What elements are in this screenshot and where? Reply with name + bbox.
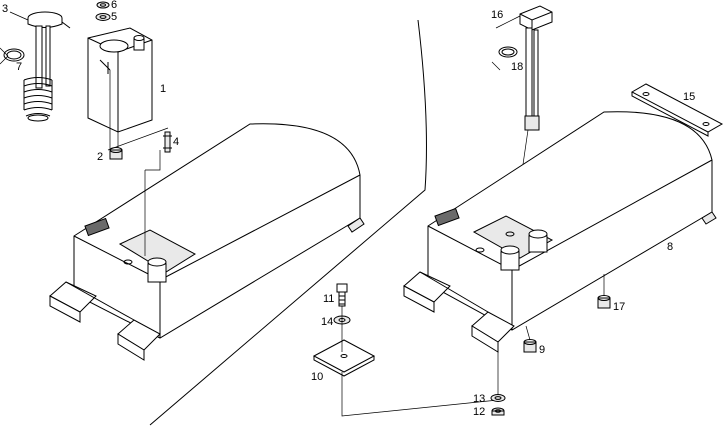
part-9-plug[interactable]	[523, 339, 537, 353]
callout-8: 8	[667, 241, 673, 253]
callout-12: 12	[473, 406, 485, 418]
part-12-nut[interactable]	[491, 407, 505, 416]
part-10-plate[interactable]	[312, 339, 376, 377]
callout-16: 16	[491, 9, 503, 21]
part-3-sender-unit[interactable]	[23, 11, 71, 122]
part-6-nut[interactable]	[96, 1, 110, 9]
callout-7: 7	[16, 61, 22, 73]
callout-15: 15	[683, 91, 695, 103]
callout-14: 14	[321, 316, 333, 328]
callout-13: 13	[473, 393, 485, 405]
callout-labels: 1 2 3 4 5 6 7 8 9 10 11 12 13 14 15 16 1…	[2, 0, 695, 418]
part-16-sender-unit[interactable]	[519, 5, 553, 131]
callout-9: 9	[539, 344, 545, 356]
callout-18: 18	[511, 61, 523, 73]
callout-2: 2	[97, 151, 103, 163]
part-15-strap[interactable]	[630, 83, 724, 137]
callout-6: 6	[111, 0, 117, 11]
part-17-plug[interactable]	[597, 295, 611, 309]
left-main-tank[interactable]	[49, 123, 365, 361]
callout-17: 17	[613, 301, 625, 313]
callout-4: 4	[173, 136, 179, 148]
part-11-bolt[interactable]	[336, 283, 348, 307]
part-13-washer[interactable]	[490, 394, 506, 402]
callout-10: 10	[311, 371, 323, 383]
callout-1: 1	[160, 83, 166, 95]
part-18-o-ring[interactable]	[498, 46, 518, 58]
callout-11: 11	[323, 293, 334, 305]
divider-line	[149, 19, 427, 426]
part-5-washer[interactable]	[95, 13, 111, 21]
part-2-drain-plug[interactable]	[109, 147, 123, 160]
right-main-tank[interactable]	[403, 111, 717, 353]
part-1-small-tank[interactable]	[87, 27, 153, 133]
part-4-fitting[interactable]	[163, 131, 172, 153]
callout-5: 5	[111, 11, 117, 23]
callout-3: 3	[2, 3, 8, 15]
